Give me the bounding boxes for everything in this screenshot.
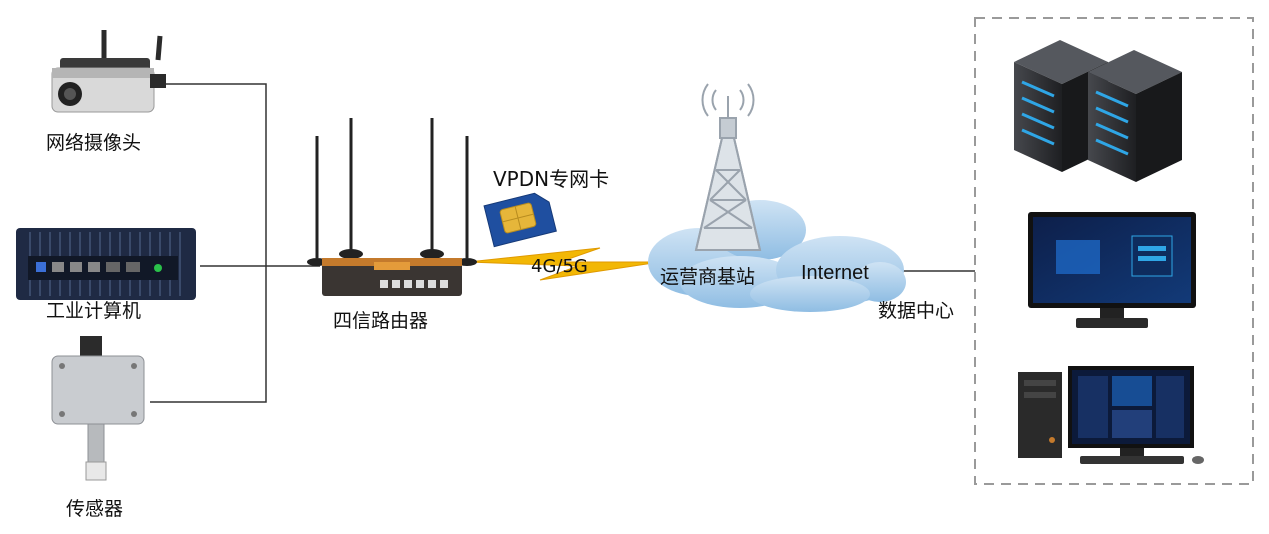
router-label: 四信路由器 xyxy=(333,310,429,332)
camera-label: 网络摄像头 xyxy=(46,132,142,154)
link-label: 4G/5G xyxy=(531,256,588,277)
internet-label: Internet xyxy=(801,262,869,284)
monitor-icon xyxy=(1028,212,1196,328)
data-center-frame xyxy=(974,17,1254,485)
sim-card-label: VPDN专网卡 xyxy=(493,167,610,191)
sensor-label: 传感器 xyxy=(66,498,124,520)
data-center-label: 数据中心 xyxy=(878,300,955,322)
bus-line xyxy=(150,83,267,403)
router-icon xyxy=(307,118,477,296)
server-icon xyxy=(1014,40,1182,182)
sim-card-icon xyxy=(483,192,557,248)
industrial-pc-icon xyxy=(16,228,196,300)
base-station-label: 运营商基站 xyxy=(660,266,756,288)
camera-icon xyxy=(51,30,166,113)
cloud-icon xyxy=(648,200,906,312)
base-station-tower-icon xyxy=(694,83,762,251)
connection-lines xyxy=(150,83,975,403)
industrial-pc-label: 工业计算机 xyxy=(46,300,142,322)
sensor-icon xyxy=(51,336,145,481)
desktop-computer-icon xyxy=(1018,366,1204,464)
